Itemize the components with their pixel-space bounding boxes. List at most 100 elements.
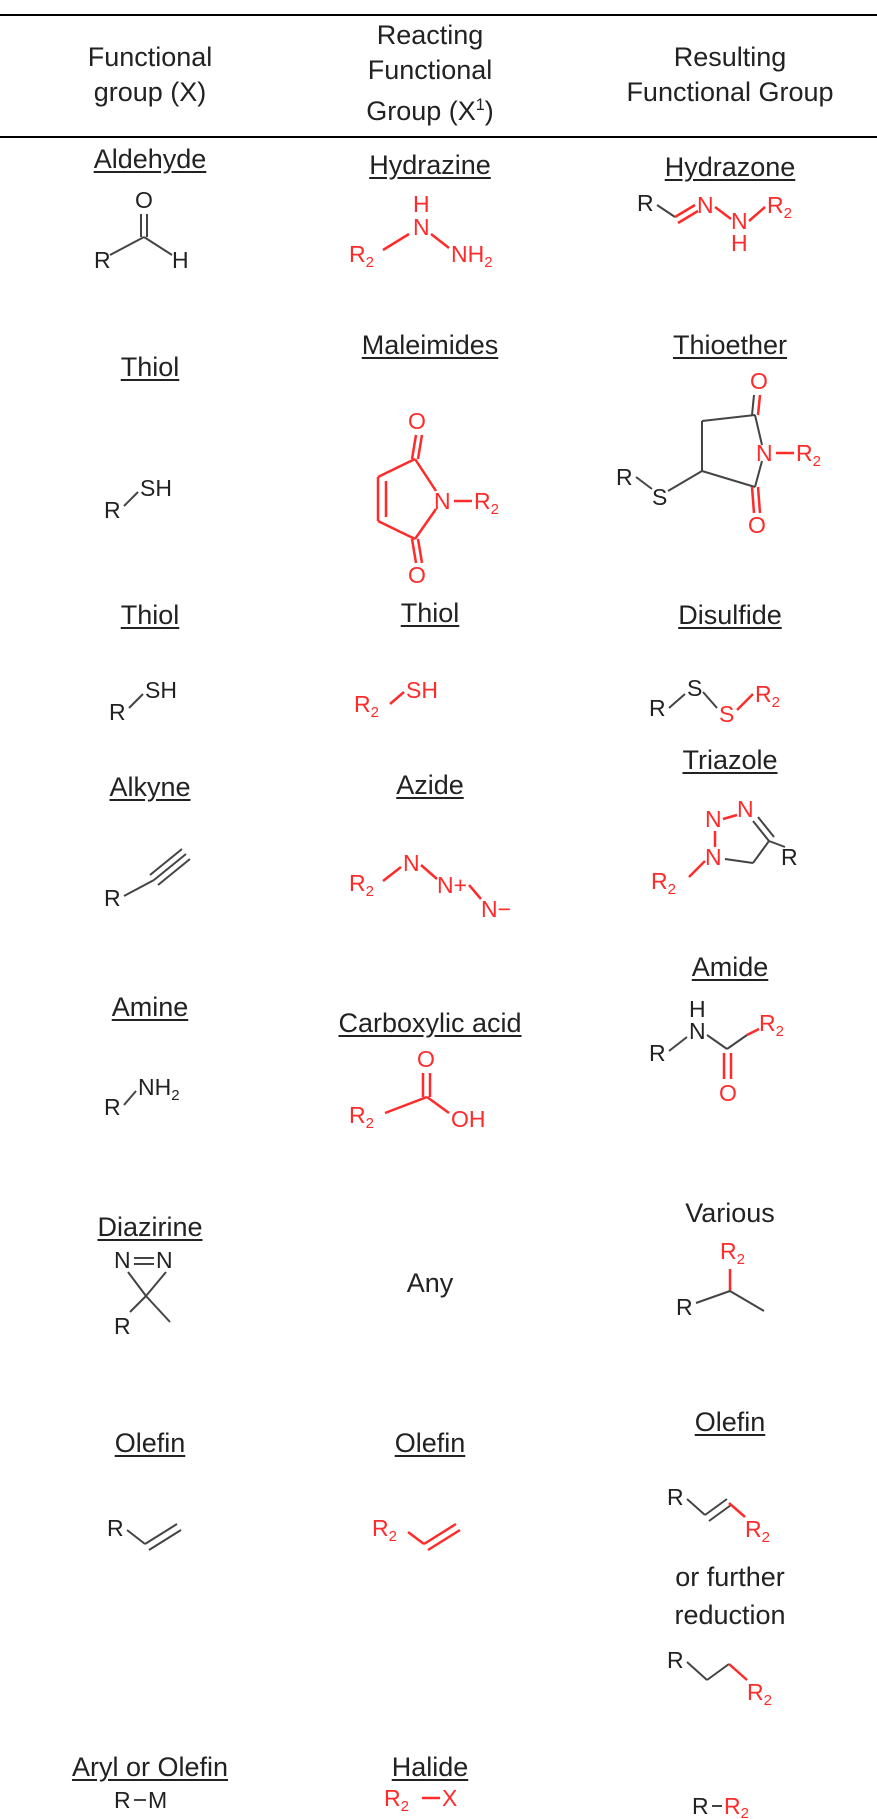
svg-text:O: O	[748, 512, 766, 538]
svg-text:OH: OH	[451, 1106, 486, 1132]
maleimide-structure: O N O R2	[376, 408, 499, 588]
label-olefin-x: Olefin	[114, 1428, 186, 1458]
svg-text:R: R	[616, 464, 633, 490]
svg-text:R2: R2	[767, 192, 792, 222]
header-col2-line2: Functional	[367, 55, 493, 85]
label-disulfide: Disulfide	[678, 600, 782, 630]
svg-text:N: N	[156, 1247, 173, 1273]
svg-text:R2: R2	[372, 1515, 397, 1545]
svg-text:S: S	[687, 675, 702, 701]
label-or-further: or further	[675, 1562, 785, 1592]
label-maleimides: Maleimides	[361, 330, 499, 360]
label-diazirine: Diazirine	[97, 1212, 203, 1242]
olefin-x1-structure: R2	[372, 1515, 461, 1552]
amide-structure: H N R R2 O	[649, 996, 784, 1106]
label-olefin-result: Olefin	[694, 1407, 766, 1437]
svg-text:S: S	[719, 701, 734, 727]
svg-text:R: R	[104, 1094, 121, 1120]
label-thiol-2: Thiol	[120, 600, 180, 630]
svg-text:R: R	[667, 1647, 684, 1673]
label-thiol-1: Thiol	[120, 352, 180, 382]
svg-text:R2: R2	[796, 440, 821, 470]
svg-text:R2: R2	[759, 1010, 784, 1040]
svg-text:R2: R2	[720, 1238, 745, 1268]
header-col2-line1: Reacting	[376, 20, 484, 50]
svg-text:O: O	[408, 562, 426, 588]
label-reduction: reduction	[674, 1600, 786, 1630]
svg-text:N: N	[697, 192, 714, 218]
svg-text:R2: R2	[349, 241, 374, 271]
label-hydrazone: Hydrazone	[664, 152, 796, 182]
alkyne-structure: R	[104, 848, 191, 911]
svg-text:X: X	[442, 1785, 457, 1811]
label-thioether: Thioether	[672, 330, 788, 360]
svg-text:R2: R2	[349, 870, 374, 900]
svg-text:O: O	[719, 1080, 737, 1106]
header-col3-line1: Resulting	[673, 42, 787, 72]
label-aryl-or-olefin: Aryl or Olefin	[71, 1752, 229, 1782]
svg-text:R2: R2	[747, 1679, 772, 1709]
disulfide-structure: R S S R2	[649, 675, 780, 727]
amine-structure: R NH2	[104, 1074, 180, 1120]
label-amide: Amide	[691, 952, 769, 982]
various-structure: R2 R	[676, 1238, 765, 1320]
svg-text:N: N	[705, 806, 722, 832]
hydrazone-structure: R N N H R2	[637, 190, 792, 256]
thiol-structure-1: R SH	[104, 475, 172, 523]
svg-text:R: R	[104, 497, 121, 523]
thioether-structure: O N O R2 R S	[616, 368, 821, 538]
aldehyde-structure: O R H	[94, 187, 189, 273]
svg-text:SH: SH	[145, 677, 177, 703]
svg-text:H: H	[689, 996, 706, 1022]
carboxylic-acid-structure: O R2 OH	[349, 1046, 486, 1132]
label-various: Various	[685, 1198, 775, 1228]
label-thiol-reacting: Thiol	[400, 598, 460, 628]
olefin-result-structure: R R2	[667, 1484, 770, 1546]
svg-text:R2: R2	[474, 488, 499, 518]
svg-text:O: O	[408, 408, 426, 434]
svg-text:O: O	[750, 368, 768, 394]
svg-text:N: N	[756, 440, 773, 466]
svg-text:R: R	[649, 1040, 666, 1066]
azide-structure: R2 N N+ N−	[349, 850, 511, 922]
svg-text:O: O	[135, 187, 153, 213]
svg-text:N−: N−	[481, 896, 511, 922]
header-reacting-group: Reacting Functional Group (X1)	[300, 18, 560, 129]
svg-text:N: N	[403, 850, 420, 876]
svg-text:SH: SH	[140, 475, 172, 501]
header-rule	[0, 136, 877, 138]
svg-text:R2: R2	[349, 1102, 374, 1132]
top-rule	[0, 14, 877, 16]
label-hydrazine: Hydrazine	[369, 150, 491, 180]
svg-text:R: R	[107, 1515, 124, 1541]
svg-text:NH2: NH2	[138, 1074, 180, 1104]
svg-text:N: N	[737, 796, 754, 822]
thiol-structure-2: R SH	[109, 677, 177, 725]
diazirine-structure: N N R	[114, 1247, 173, 1339]
svg-text:N: N	[731, 208, 748, 234]
hydrazine-structure: H N R2 NH2	[349, 191, 493, 271]
header-col3-line2: Functional Group	[626, 77, 834, 107]
svg-text:R: R	[104, 885, 121, 911]
svg-text:R: R	[649, 695, 666, 721]
svg-text:R: R	[109, 699, 126, 725]
svg-text:R: R	[114, 1313, 131, 1339]
label-aldehyde: Aldehyde	[93, 144, 207, 174]
svg-text:R: R	[676, 1294, 693, 1320]
header-functional-group: Functional group (X)	[30, 40, 270, 110]
svg-text:R: R	[781, 844, 798, 870]
svg-text:N: N	[413, 214, 430, 240]
header-resulting-group: Resulting Functional Group	[585, 40, 875, 110]
label-amine: Amine	[111, 992, 189, 1022]
halide-structure: R2 X	[384, 1785, 457, 1815]
thiol-reacting-structure: R2 SH	[354, 677, 438, 721]
svg-text:N: N	[705, 844, 722, 870]
triazole-structure: N N N R R2	[651, 796, 798, 898]
svg-text:R2: R2	[384, 1785, 409, 1815]
svg-text:R: R	[94, 247, 111, 273]
svg-text:N+: N+	[437, 872, 467, 898]
svg-text:S: S	[652, 484, 667, 510]
svg-text:H: H	[172, 247, 189, 273]
svg-text:R: R	[114, 1787, 131, 1813]
label-alkyne: Alkyne	[109, 772, 191, 802]
